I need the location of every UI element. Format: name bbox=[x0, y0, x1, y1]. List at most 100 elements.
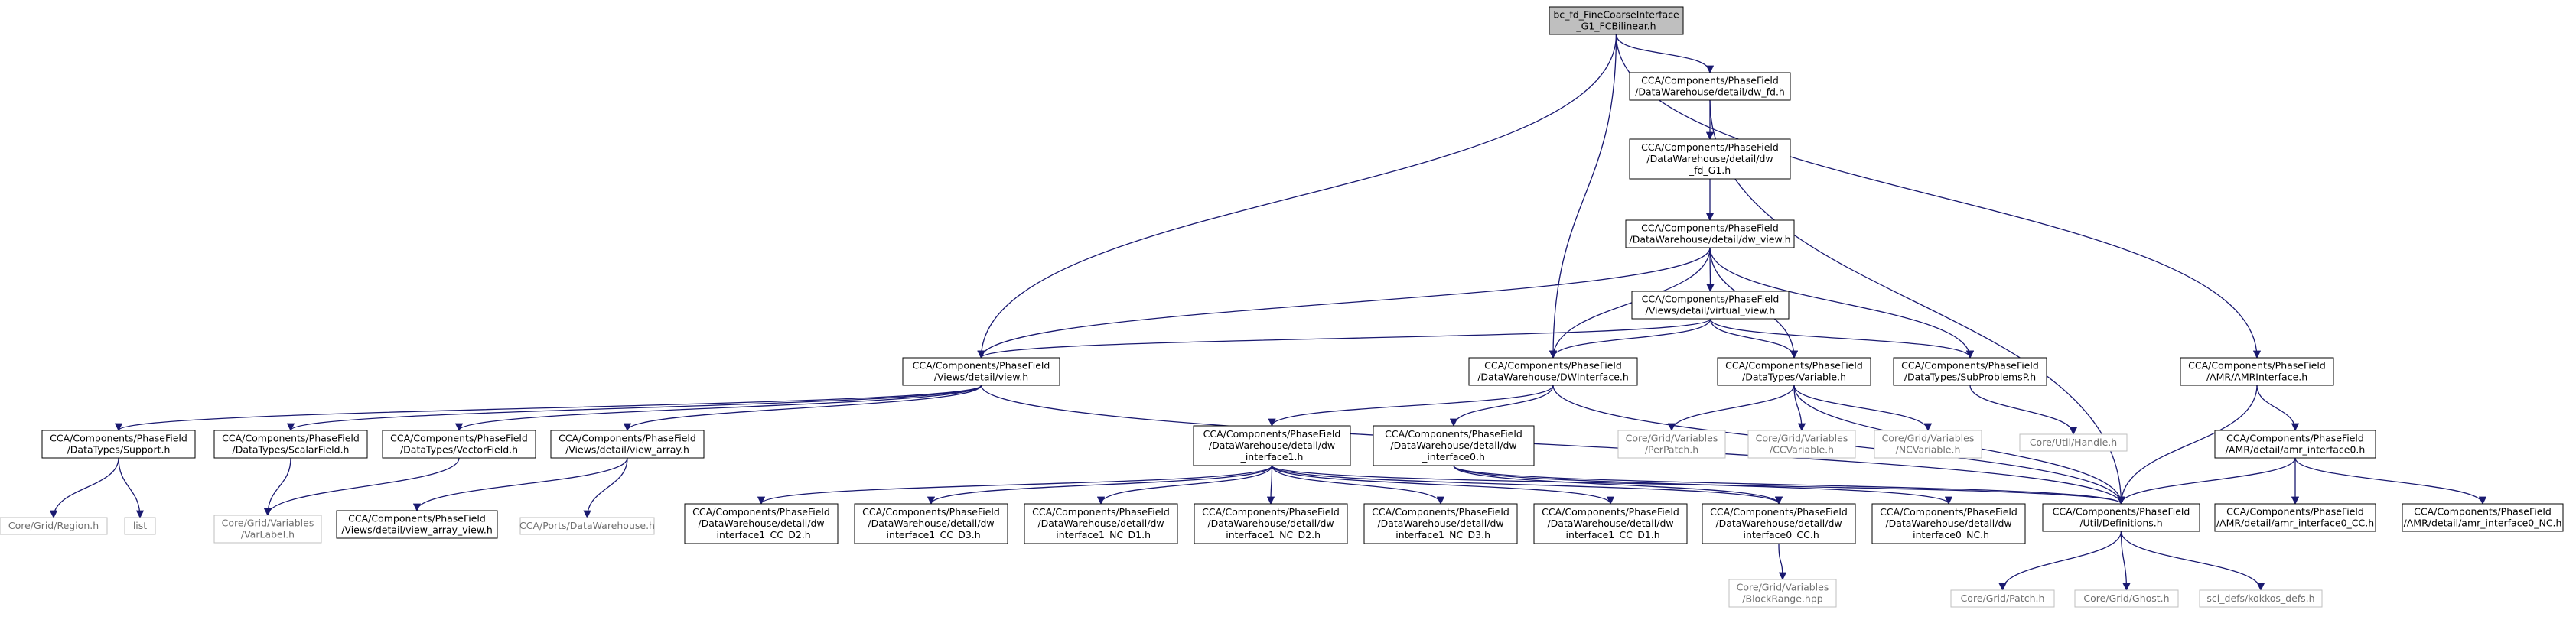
node-list: list bbox=[124, 517, 156, 535]
node-view_array-label-line: /Views/detail/view_array.h bbox=[565, 444, 689, 456]
node-view_array[interactable]: CCA/Components/PhaseField/Views/detail/v… bbox=[550, 430, 705, 459]
edge-view-to-definitions bbox=[980, 385, 2125, 505]
node-i0_cc-label-line: /DataWarehouse/detail/dw bbox=[1715, 518, 1842, 529]
node-dw_fd[interactable]: CCA/Components/PhaseField/DataWarehouse/… bbox=[1629, 72, 1791, 101]
edge-dw_interface1-to-i1_cc_d2 bbox=[757, 465, 1273, 505]
node-kokkos: sci_defs/kokkos_defs.h bbox=[2199, 589, 2323, 608]
node-ports_dw-box bbox=[519, 517, 655, 535]
node-virtual_view[interactable]: CCA/Components/PhaseField/Views/detail/v… bbox=[1631, 291, 1790, 320]
node-variable[interactable]: CCA/Components/PhaseField/DataTypes/Vari… bbox=[1717, 357, 1871, 386]
node-amrinterface[interactable]: CCA/Components/PhaseField/AMR/AMRInterfa… bbox=[2180, 357, 2334, 386]
node-subproblemsp-label-line: CCA/Components/PhaseField bbox=[1901, 360, 2039, 372]
node-kokkos-box bbox=[2199, 589, 2323, 608]
edge-virtual_view-to-view bbox=[977, 318, 1711, 359]
node-dw_interface0-label-line: /DataWarehouse/detail/dw bbox=[1390, 440, 1516, 451]
edge-view-to-support bbox=[115, 385, 982, 432]
node-amr_i0_nc-label-line: CCA/Components/PhaseField bbox=[2414, 506, 2552, 518]
node-root[interactable]: bc_fd_FineCoarseInterface_G1_FCBilinear.… bbox=[1549, 6, 1684, 35]
edge-root-to-dw_fd bbox=[1615, 34, 1715, 74]
edge-subproblemsp-to-handle bbox=[1969, 385, 2078, 436]
edge-definitions-to-ghost bbox=[2120, 531, 2131, 592]
node-dw_fd_G1-box bbox=[1629, 138, 1791, 180]
node-dwinterface[interactable]: CCA/Components/PhaseField/DataWarehouse/… bbox=[1468, 357, 1638, 386]
node-view_array-label-line: CCA/Components/PhaseField bbox=[559, 433, 696, 444]
node-i1_nc_d3-label-line: CCA/Components/PhaseField bbox=[1372, 506, 1509, 518]
edge-view-to-vectorfield bbox=[455, 385, 982, 432]
node-view_array_view-label-line: /Views/detail/view_array_view.h bbox=[341, 524, 493, 536]
edge-variable-to-perpatch bbox=[1667, 385, 1795, 432]
node-dw_interface1[interactable]: CCA/Components/PhaseField/DataWarehouse/… bbox=[1193, 425, 1351, 466]
node-view_array_view[interactable]: CCA/Components/PhaseField/Views/detail/v… bbox=[336, 510, 498, 539]
node-perpatch-label-line: Core/Grid/Variables bbox=[1626, 433, 1718, 444]
node-dw_fd-label-line: CCA/Components/PhaseField bbox=[1641, 75, 1779, 86]
node-i1_nc_d1[interactable]: CCA/Components/PhaseField/DataWarehouse/… bbox=[1024, 503, 1178, 544]
node-i1_nc_d1-label-line: _interface1_NC_D1.h bbox=[1050, 529, 1151, 540]
node-dw_fd_G1[interactable]: CCA/Components/PhaseField/DataWarehouse/… bbox=[1629, 138, 1791, 180]
edge-dw_interface1-to-i1_nc_d1 bbox=[1096, 465, 1273, 505]
node-perpatch: Core/Grid/Variables/PerPatch.h bbox=[1617, 430, 1726, 459]
edge-dw_view-to-subproblemsp bbox=[1709, 247, 1975, 359]
node-amr_i0_cc-label-line: /AMR/detail/amr_interface0_CC.h bbox=[2216, 518, 2374, 529]
node-amr_i0_cc[interactable]: CCA/Components/PhaseField/AMR/detail/amr… bbox=[2214, 503, 2376, 532]
node-definitions[interactable]: CCA/Components/PhaseField/Util/Definitio… bbox=[2042, 503, 2200, 532]
node-view-box bbox=[902, 357, 1060, 386]
edge-amr_interface0-to-amr_i0_nc bbox=[2294, 457, 2487, 505]
node-handle: Core/Util/Handle.h bbox=[2019, 433, 2128, 452]
node-ccvariable: Core/Grid/Variables/CCVariable.h bbox=[1747, 430, 1856, 459]
edge-view-to-view_array bbox=[623, 385, 982, 432]
node-scalarfield-box bbox=[213, 430, 368, 459]
node-amr_interface0[interactable]: CCA/Components/PhaseField/AMR/detail/amr… bbox=[2214, 430, 2376, 459]
node-handle-box bbox=[2019, 433, 2128, 452]
node-i1_nc_d3-box bbox=[1363, 503, 1518, 544]
node-ncvariable-label-line: /NCVariable.h bbox=[1896, 444, 1961, 456]
node-amr_i0_nc[interactable]: CCA/Components/PhaseField/AMR/detail/amr… bbox=[2402, 503, 2564, 532]
node-dw_interface0[interactable]: CCA/Components/PhaseField/DataWarehouse/… bbox=[1373, 425, 1535, 466]
node-i1_nc_d3[interactable]: CCA/Components/PhaseField/DataWarehouse/… bbox=[1363, 503, 1518, 544]
node-i1_cc_d2[interactable]: CCA/Components/PhaseField/DataWarehouse/… bbox=[684, 503, 839, 544]
node-amr_interface0-label-line: CCA/Components/PhaseField bbox=[2226, 433, 2364, 444]
node-i0_nc[interactable]: CCA/Components/PhaseField/DataWarehouse/… bbox=[1871, 503, 2026, 544]
node-perpatch-label-line: /PerPatch.h bbox=[1645, 444, 1698, 456]
node-region: Core/Grid/Region.h bbox=[0, 517, 108, 535]
node-i1_cc_d1-label-line: /DataWarehouse/detail/dw bbox=[1547, 518, 1673, 529]
node-definitions-box bbox=[2042, 503, 2200, 532]
node-i1_nc_d1-label-line: /DataWarehouse/detail/dw bbox=[1037, 518, 1164, 529]
edge-dw_interface0-to-definitions bbox=[1453, 465, 2125, 505]
node-patch: Core/Grid/Patch.h bbox=[1950, 589, 2055, 608]
node-dw_view[interactable]: CCA/Components/PhaseField/DataWarehouse/… bbox=[1625, 219, 1795, 248]
node-i1_cc_d3-label-line: _interface1_CC_D3.h bbox=[881, 529, 980, 540]
node-i1_cc_d3[interactable]: CCA/Components/PhaseField/DataWarehouse/… bbox=[854, 503, 1008, 544]
node-vectorfield[interactable]: CCA/Components/PhaseField/DataTypes/Vect… bbox=[382, 430, 536, 459]
node-view[interactable]: CCA/Components/PhaseField/Views/detail/v… bbox=[902, 357, 1060, 386]
edge-root-to-view bbox=[977, 34, 1617, 359]
node-region-label-line: Core/Grid/Region.h bbox=[8, 520, 99, 531]
node-support[interactable]: CCA/Components/PhaseField/DataTypes/Supp… bbox=[41, 430, 196, 459]
node-i0_nc-label-line: /DataWarehouse/detail/dw bbox=[1885, 518, 2011, 529]
node-i0_cc[interactable]: CCA/Components/PhaseField/DataWarehouse/… bbox=[1702, 503, 1856, 544]
node-i1_nc_d2[interactable]: CCA/Components/PhaseField/DataWarehouse/… bbox=[1194, 503, 1348, 544]
node-dw_fd_G1-label-line: /DataWarehouse/detail/dw bbox=[1646, 153, 1773, 164]
edge-view_array-to-ports_dw bbox=[583, 457, 628, 519]
node-subproblemsp[interactable]: CCA/Components/PhaseField/DataTypes/SubP… bbox=[1893, 357, 2047, 386]
edge-support-to-region bbox=[49, 457, 119, 519]
node-patch-label-line: Core/Grid/Patch.h bbox=[1961, 592, 2045, 604]
node-ccvariable-label-line: /CCVariable.h bbox=[1770, 444, 1834, 456]
edge-dw_interface1-to-i1_nc_d2 bbox=[1266, 465, 1275, 505]
node-variable-box bbox=[1717, 357, 1871, 386]
node-dw_interface0-box bbox=[1373, 425, 1535, 466]
node-vectorfield-label-line: /DataTypes/VectorField.h bbox=[400, 444, 518, 456]
node-dwinterface-label-line: /DataWarehouse/DWInterface.h bbox=[1477, 372, 1629, 383]
node-view_array_view-box bbox=[336, 510, 498, 539]
node-definitions-label-line: /Util/Definitions.h bbox=[2079, 518, 2162, 529]
edge-dw_interface1-to-i1_cc_d3 bbox=[927, 465, 1273, 505]
node-blockrange-label-line: /BlockRange.hpp bbox=[1742, 593, 1822, 605]
node-i1_cc_d2-label-line: CCA/Components/PhaseField bbox=[692, 506, 830, 518]
node-variable-label-line: /DataTypes/Variable.h bbox=[1742, 372, 1846, 383]
node-i1_cc_d2-label-line: _interface1_CC_D2.h bbox=[711, 529, 810, 540]
node-amr_interface0-box bbox=[2214, 430, 2376, 459]
node-i1_cc_d1[interactable]: CCA/Components/PhaseField/DataWarehouse/… bbox=[1533, 503, 1688, 544]
edge-dw_interface1-to-i1_nc_d3 bbox=[1271, 465, 1445, 505]
node-scalarfield[interactable]: CCA/Components/PhaseField/DataTypes/Scal… bbox=[213, 430, 368, 459]
node-kokkos-label-line: sci_defs/kokkos_defs.h bbox=[2206, 592, 2314, 604]
